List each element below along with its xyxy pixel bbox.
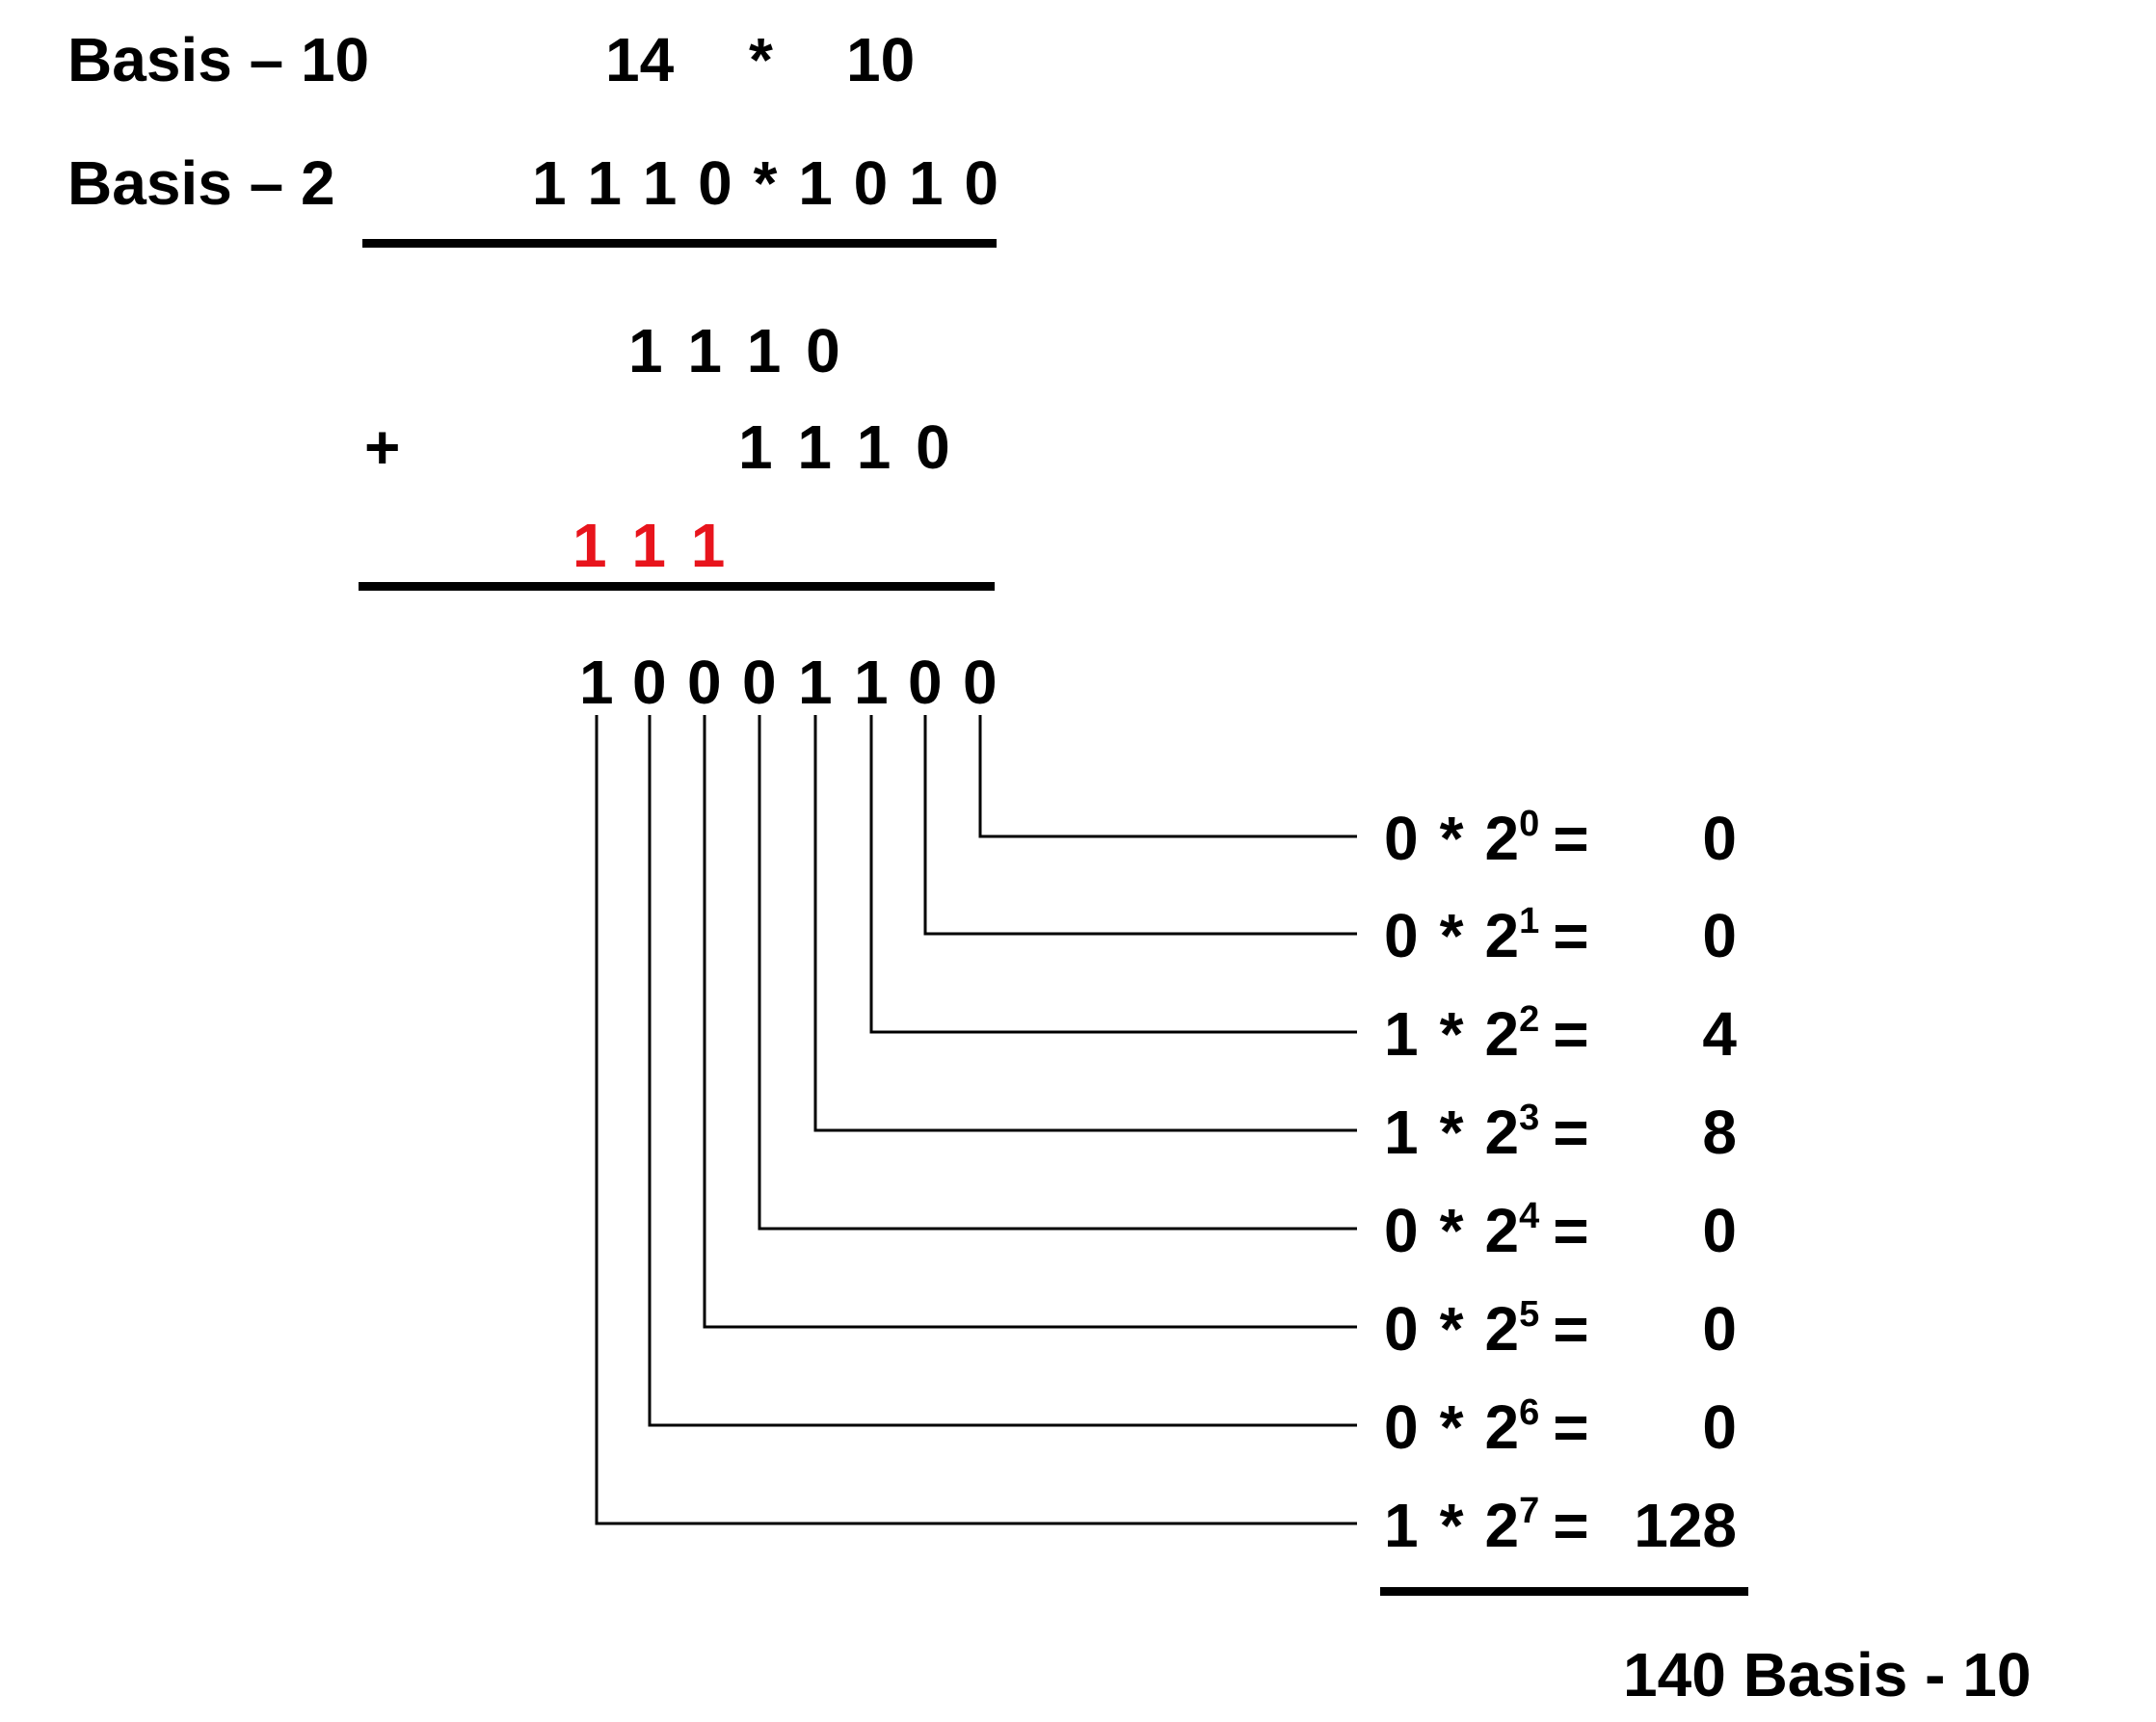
base2-expression: 1 1 1 0 * 1 0 1 0	[532, 148, 1000, 218]
term-multiply: *	[1439, 1196, 1464, 1265]
term-multiply: *	[1439, 1392, 1464, 1462]
total-base10: 140 Basis - 10	[1623, 1640, 2032, 1709]
base10-factor-b: 10	[846, 25, 916, 94]
expansion-term: 0*20=	[1384, 806, 1589, 869]
term-base: 2	[1484, 1294, 1520, 1364]
base10-factor-a: 14	[605, 25, 675, 94]
multiplication-rule	[362, 239, 997, 248]
term-value: 0	[1702, 901, 1737, 970]
result-bit: 1	[798, 648, 833, 717]
term-digit: 0	[1384, 901, 1419, 970]
term-equals: =	[1553, 999, 1589, 1069]
term-base: 2	[1484, 901, 1520, 970]
term-digit: 1	[1384, 999, 1419, 1069]
result-bit: 1	[579, 648, 614, 717]
result-bit: 0	[632, 648, 667, 717]
result-bit: 0	[963, 648, 998, 717]
plus-sign: +	[364, 412, 401, 482]
term-equals: =	[1553, 1196, 1589, 1265]
result-bit: 1	[854, 648, 889, 717]
term-digit: 0	[1384, 1392, 1419, 1462]
term-exponent: 2	[1519, 999, 1540, 1040]
term-multiply: *	[1439, 999, 1464, 1069]
expansion-term: 1*23=	[1384, 1098, 1589, 1163]
term-exponent: 0	[1519, 804, 1540, 844]
term-value: 0	[1702, 1392, 1737, 1462]
partial-product-2: 1 1 1 0	[738, 412, 954, 482]
term-value: 128	[1634, 1491, 1737, 1560]
partial-product-1: 1 1 1 0	[628, 316, 844, 385]
term-value: 0	[1702, 804, 1737, 873]
term-base: 2	[1484, 1196, 1520, 1265]
term-exponent: 6	[1519, 1392, 1540, 1433]
base2-label: Basis – 2	[67, 148, 335, 218]
term-equals: =	[1553, 804, 1589, 873]
result-bit: 0	[687, 648, 722, 717]
term-equals: =	[1553, 901, 1589, 970]
addition-rule	[359, 582, 995, 591]
expansion-term: 0*26=	[1384, 1394, 1589, 1458]
expansion-term: 0*24=	[1384, 1198, 1589, 1261]
term-value: 8	[1702, 1098, 1737, 1167]
base10-label: Basis – 10	[67, 25, 370, 94]
term-base: 2	[1484, 999, 1520, 1069]
term-base: 2	[1484, 1491, 1520, 1560]
term-digit: 0	[1384, 804, 1419, 873]
term-base: 2	[1484, 1098, 1520, 1167]
connector-line	[595, 715, 1357, 1525]
term-digit: 1	[1384, 1098, 1419, 1167]
base10-operator: *	[749, 25, 773, 94]
term-multiply: *	[1439, 1491, 1464, 1560]
term-digit: 1	[1384, 1491, 1419, 1560]
result-bit: 0	[742, 648, 777, 717]
term-multiply: *	[1439, 1294, 1464, 1364]
term-equals: =	[1553, 1294, 1589, 1364]
term-exponent: 5	[1519, 1294, 1540, 1335]
term-equals: =	[1553, 1392, 1589, 1462]
result-bit: 0	[908, 648, 943, 717]
expansion-term: 0*25=	[1384, 1296, 1589, 1360]
term-multiply: *	[1439, 804, 1464, 873]
term-equals: =	[1553, 1098, 1589, 1167]
expansion-term: 0 * 21 =	[1384, 903, 1589, 967]
term-base: 2	[1484, 804, 1520, 873]
term-digit: 0	[1384, 1294, 1419, 1364]
term-exponent: 1	[1519, 901, 1540, 941]
expansion-term: 1*27=	[1384, 1493, 1589, 1556]
connector-line	[923, 715, 1357, 936]
carry-digits: 1 1 1	[572, 511, 730, 580]
term-exponent: 4	[1519, 1196, 1540, 1236]
term-multiply: *	[1439, 901, 1464, 970]
sum-rule	[1380, 1587, 1748, 1596]
connector-line	[758, 715, 1357, 1231]
expansion-term: 1*22=	[1384, 1001, 1589, 1065]
connector-line	[978, 715, 1357, 838]
term-digit: 0	[1384, 1196, 1419, 1265]
term-exponent: 7	[1519, 1491, 1540, 1531]
term-base: 2	[1484, 1392, 1520, 1462]
connector-line	[869, 715, 1357, 1034]
term-value: 0	[1702, 1196, 1737, 1265]
connector-line	[813, 715, 1357, 1132]
connector-line	[703, 715, 1357, 1329]
connector-line	[648, 715, 1357, 1427]
term-value: 0	[1702, 1294, 1737, 1364]
term-equals: =	[1553, 1491, 1589, 1560]
term-exponent: 3	[1519, 1098, 1540, 1138]
term-value: 4	[1702, 999, 1737, 1069]
term-multiply: *	[1439, 1098, 1464, 1167]
